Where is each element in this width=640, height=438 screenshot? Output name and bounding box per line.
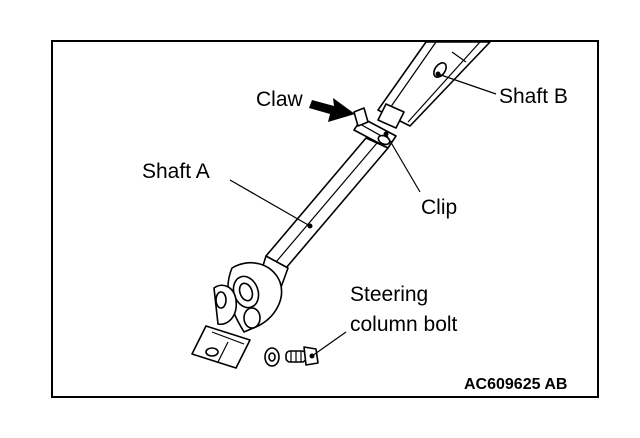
shaft-b-label: Shaft B: [499, 85, 568, 108]
leader-lines: [229, 71, 497, 359]
shaft-b: [377, 41, 491, 129]
clip-label: Clip: [421, 196, 457, 219]
claw: [353, 107, 369, 127]
universal-joint: [191, 255, 289, 369]
claw-arrow: [309, 98, 355, 122]
shaft-a: [265, 137, 389, 269]
figure-code: AC609625 AB: [464, 376, 567, 393]
shaft-a-label: Shaft A: [142, 160, 210, 183]
steering-column-bolt-label-line1: Steering: [350, 283, 428, 306]
steering-column-bolt: [264, 346, 319, 367]
steering-column-bolt-label-line2: column bolt: [350, 313, 458, 336]
claw-label: Claw: [256, 88, 304, 111]
